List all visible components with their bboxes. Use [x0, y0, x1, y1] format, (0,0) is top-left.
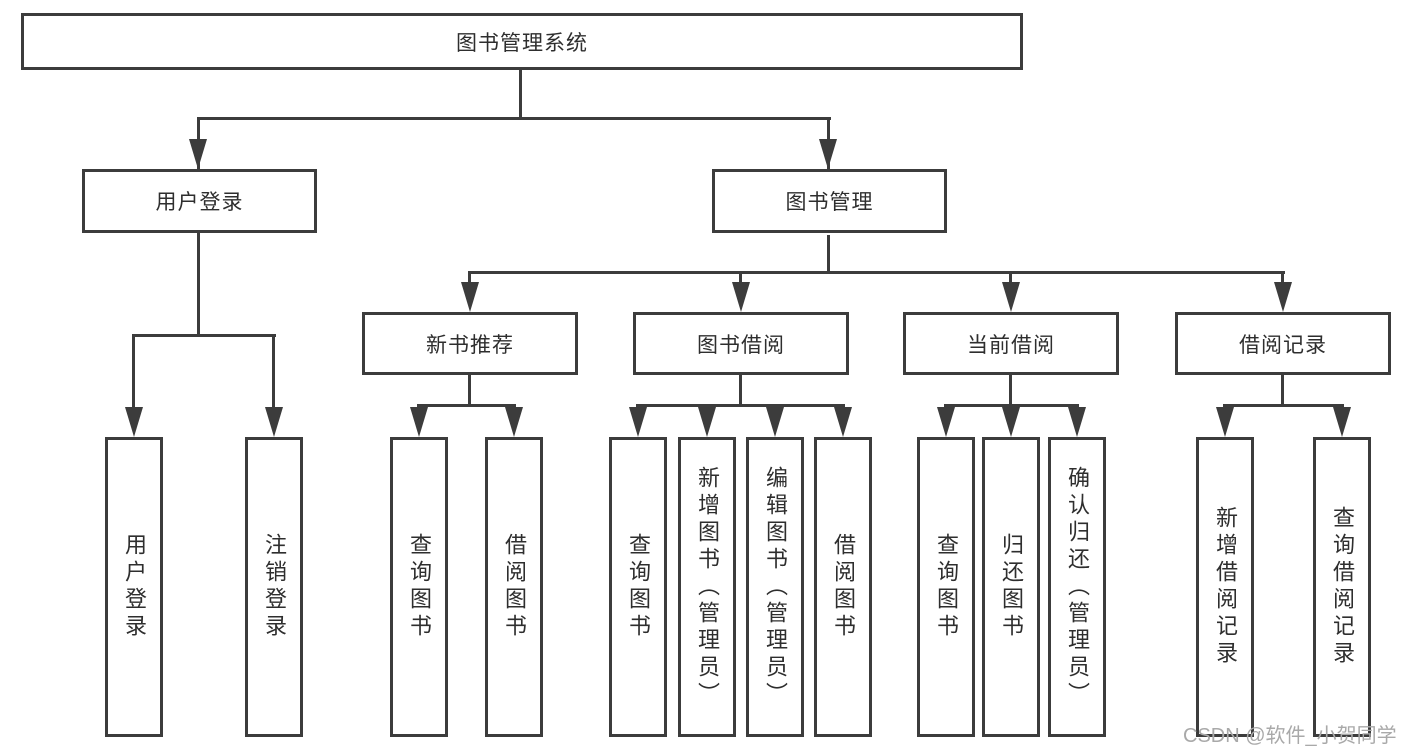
arrowhead-icon	[819, 139, 837, 169]
arrowhead-icon	[1333, 407, 1351, 437]
arrowhead-icon	[732, 282, 750, 312]
arrowhead-icon	[125, 407, 143, 437]
node-root: 图书管理系统	[21, 13, 1023, 70]
watermark: CSDN @软件_小贺同学	[1183, 725, 1397, 747]
leaf-return-books: 归还图书	[982, 437, 1040, 737]
connector-line	[197, 117, 831, 120]
leaf-query-books-recommend: 查询图书	[390, 437, 448, 737]
arrowhead-icon	[410, 407, 428, 437]
leaf-add-borrow-record: 新增借阅记录	[1196, 437, 1254, 737]
connector-line	[1009, 271, 1012, 287]
leaf-add-books-admin: 新增图书（管理员）	[678, 437, 736, 737]
connector-line	[468, 375, 471, 407]
arrowhead-icon	[1068, 407, 1086, 437]
leaf-query-books-borrowing: 查询图书	[609, 437, 667, 737]
leaf-borrow-books-recommend: 借阅图书	[485, 437, 543, 737]
connector-line	[1281, 271, 1284, 287]
arrowhead-icon	[505, 407, 523, 437]
leaf-edit-books-admin: 编辑图书（管理员）	[746, 437, 804, 737]
connector-line	[636, 404, 845, 407]
leaf-query-books-current: 查询图书	[917, 437, 975, 737]
connector-line	[1281, 375, 1284, 407]
node-borrowing-records: 借阅记录	[1175, 312, 1391, 375]
connector-line	[1009, 375, 1012, 407]
arrowhead-icon	[1274, 282, 1292, 312]
node-book-borrowing: 图书借阅	[633, 312, 849, 375]
node-book-management: 图书管理	[712, 169, 947, 233]
leaf-query-borrow-record: 查询借阅记录	[1313, 437, 1371, 737]
node-new-book-recommend: 新书推荐	[362, 312, 578, 375]
connector-line	[417, 404, 516, 407]
connector-line	[132, 334, 135, 410]
arrowhead-icon	[1002, 407, 1020, 437]
arrowhead-icon	[265, 407, 283, 437]
connector-line	[739, 375, 742, 407]
connector-line	[197, 233, 200, 337]
arrowhead-icon	[766, 407, 784, 437]
connector-line	[827, 235, 830, 274]
arrowhead-icon	[834, 407, 852, 437]
node-user-login: 用户登录	[82, 169, 317, 233]
connector-line	[272, 334, 275, 410]
connector-line	[944, 404, 1079, 407]
connector-line	[1223, 404, 1344, 407]
node-current-borrowing: 当前借阅	[903, 312, 1119, 375]
arrowhead-icon	[461, 282, 479, 312]
arrowhead-icon	[698, 407, 716, 437]
connector-line	[468, 271, 1285, 274]
leaf-borrow-books-borrowing: 借阅图书	[814, 437, 872, 737]
arrowhead-icon	[629, 407, 647, 437]
arrowhead-icon	[189, 139, 207, 169]
connector-line	[519, 70, 522, 120]
leaf-user-login: 用户登录	[105, 437, 163, 737]
connector-line	[132, 334, 276, 337]
connector-line	[739, 271, 742, 287]
connector-line	[468, 271, 471, 287]
leaf-logout: 注销登录	[245, 437, 303, 737]
arrowhead-icon	[937, 407, 955, 437]
arrowhead-icon	[1002, 282, 1020, 312]
leaf-confirm-return-admin: 确认归还（管理员）	[1048, 437, 1106, 737]
arrowhead-icon	[1216, 407, 1234, 437]
